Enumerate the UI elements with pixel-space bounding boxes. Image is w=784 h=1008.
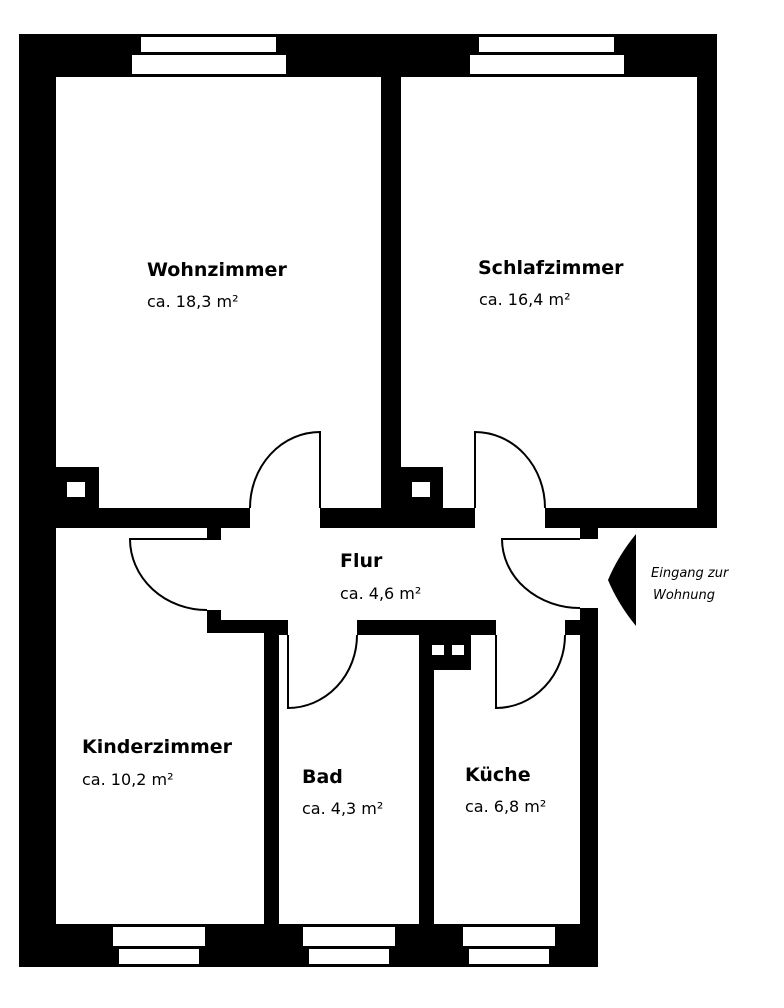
window <box>132 55 286 74</box>
room-kinderzimmer <box>56 528 264 924</box>
window <box>119 949 199 964</box>
window <box>469 949 549 964</box>
door-wohnzimmer <box>249 430 321 509</box>
window <box>113 927 205 946</box>
room-area-flur: ca. 4,6 m² <box>340 584 421 603</box>
ventilation-shaft <box>432 645 444 655</box>
windows <box>113 37 624 964</box>
room-area-wohnzimmer: ca. 18,3 m² <box>147 292 238 311</box>
room-name-schlafzimmer: Schlafzimmer <box>478 257 624 279</box>
window <box>141 37 276 52</box>
window <box>303 927 395 946</box>
room-wohnzimmer <box>56 77 381 508</box>
door-opening <box>496 619 565 636</box>
ventilation-shaft <box>452 645 464 655</box>
chimney-flue <box>67 482 85 497</box>
door-opening <box>206 540 222 610</box>
door-kinderzimmer <box>128 538 208 611</box>
room-schlafzimmer <box>401 77 697 508</box>
room-flur <box>221 528 580 620</box>
entrance-label-line1: Eingang zur <box>651 566 730 581</box>
room-name-kinderzimmer: Kinderzimmer <box>82 736 233 758</box>
window <box>309 949 389 964</box>
door-opening <box>288 619 357 636</box>
door-entrance <box>500 538 581 609</box>
chimney-flue <box>412 482 430 497</box>
room-bad <box>279 635 419 924</box>
room-name-wohnzimmer: Wohnzimmer <box>147 259 287 281</box>
door-opening <box>475 508 545 528</box>
window <box>470 55 624 74</box>
room-kueche <box>434 635 580 924</box>
room-name-bad: Bad <box>302 766 343 788</box>
doors <box>128 430 581 710</box>
room-area-bad: ca. 4,3 m² <box>302 799 383 818</box>
window <box>479 37 614 52</box>
room-name-kueche: Küche <box>465 764 531 786</box>
room-area-kueche: ca. 6,8 m² <box>465 797 546 816</box>
arrow-left-icon <box>608 534 636 626</box>
entrance-opening <box>579 539 599 608</box>
room-area-schlafzimmer: ca. 16,4 m² <box>479 290 570 309</box>
door-kueche <box>495 634 566 710</box>
door-bad <box>287 634 358 710</box>
floors <box>56 77 697 924</box>
room-area-kinderzimmer: ca. 10,2 m² <box>82 770 173 789</box>
door-schlafzimmer <box>474 430 546 509</box>
entrance-label-line2: Wohnung <box>653 588 715 603</box>
window <box>463 927 555 946</box>
door-opening <box>250 508 320 528</box>
room-name-flur: Flur <box>340 550 383 572</box>
